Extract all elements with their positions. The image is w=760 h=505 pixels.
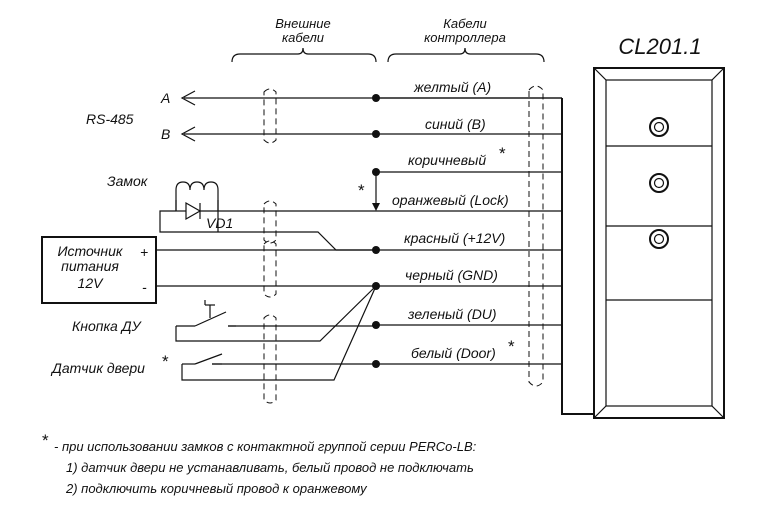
footnote-line2: 1) датчик двери не устанавливать, белый …	[66, 460, 474, 475]
reader-led-2	[649, 173, 669, 193]
lock-coil	[175, 181, 219, 200]
psu-label-line1: Источник	[57, 243, 123, 259]
wire-label-blue: синий (B)	[425, 116, 486, 132]
controller-cable-shield	[528, 85, 544, 387]
brown-orange-arrow	[372, 203, 380, 211]
controller-cables-header-line1: Кабели	[443, 16, 487, 31]
rs485-cable-shield	[263, 88, 277, 144]
device-title: CL201.1	[618, 34, 701, 59]
diode-label: VD1	[206, 215, 233, 231]
power-supply-box	[41, 236, 157, 304]
wire-label-brown: коричневый	[408, 152, 486, 168]
wire-label-black: черный (GND)	[405, 267, 498, 283]
lock-cable-shield	[263, 200, 277, 244]
remote-button-symbol	[176, 300, 236, 327]
wire-white-asterisk: *	[508, 337, 515, 356]
reader-led-3	[649, 229, 669, 249]
psu-label-line3: 12V	[78, 275, 105, 291]
line-a-label: A	[160, 90, 170, 106]
lock-label: Замок	[107, 173, 149, 189]
wire-label-white: белый (Door)	[411, 345, 496, 361]
psu-minus: -	[142, 279, 147, 295]
external-cables-brace	[231, 47, 377, 63]
wire-brown-asterisk: *	[499, 144, 506, 163]
controller-cables-header-line2: контроллера	[424, 30, 506, 45]
external-cables-header-line2: кабели	[282, 30, 324, 45]
footnote-line3: 2) подключить коричневый провод к оранже…	[65, 481, 368, 496]
psu-label-line2: питания	[61, 258, 119, 274]
door-sensor-label: Датчик двери	[50, 360, 145, 376]
remote-button-label: Кнопка ДУ	[72, 318, 143, 334]
cl201-device	[593, 67, 725, 419]
psu-plus: +	[140, 244, 148, 260]
button-to-gnd	[175, 285, 377, 342]
wire-label-green: зеленый (DU)	[407, 306, 497, 322]
link-asterisk: *	[358, 181, 365, 200]
lock-to-red	[159, 210, 376, 251]
footnote-line1: - при использовании замков с контактной …	[54, 439, 477, 454]
footnote-asterisk: *	[42, 431, 49, 450]
junction-nodes	[372, 94, 380, 368]
controller-cables-brace	[387, 47, 545, 63]
sensor-to-gnd	[181, 285, 377, 381]
reader-led-1	[649, 117, 669, 137]
arrow-b	[180, 126, 196, 142]
door-sensor-asterisk: *	[162, 352, 169, 371]
arrow-a	[180, 90, 196, 106]
external-cables-header-line1: Внешние	[275, 16, 330, 31]
door-sensor-symbol	[182, 353, 223, 365]
wire-label-red: красный (+12V)	[404, 230, 505, 246]
wire-label-orange: оранжевый (Lock)	[392, 192, 509, 208]
controller-wires	[376, 97, 562, 365]
cable-bundle	[561, 98, 594, 415]
rs485-label: RS-485	[86, 111, 134, 127]
line-b-label: B	[161, 126, 170, 142]
sensor-cable-shield	[263, 314, 277, 404]
psu-cable-shield	[263, 240, 277, 298]
wire-label-yellow: желтый (A)	[413, 79, 491, 95]
